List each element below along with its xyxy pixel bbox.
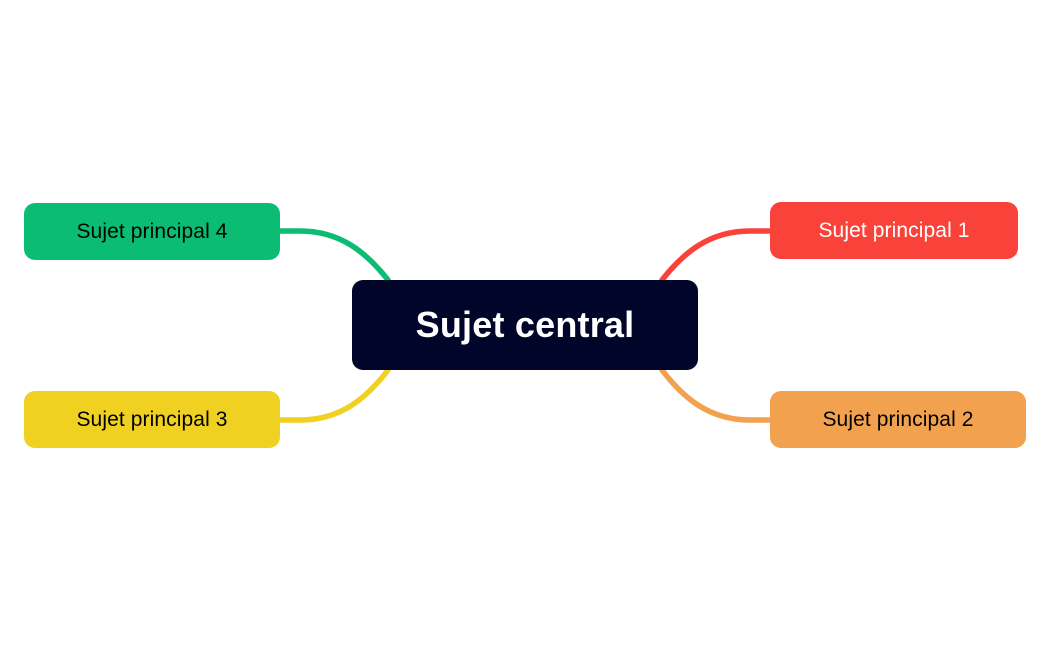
connector-topleft	[269, 228, 391, 283]
branch-node-topleft-label: Sujet principal 4	[76, 219, 228, 243]
connector-botright	[659, 367, 781, 423]
branch-node-topleft[interactable]: Sujet principal 4	[24, 203, 280, 260]
branch-node-botright-label: Sujet principal 2	[822, 407, 974, 431]
branch-node-botleft-label: Sujet principal 3	[76, 407, 228, 431]
central-node-label: Sujet central	[415, 304, 635, 345]
connector-botleft	[269, 367, 391, 423]
branch-node-topright-label: Sujet principal 1	[818, 218, 970, 242]
central-node[interactable]: Sujet central	[352, 280, 698, 370]
branch-node-botleft[interactable]: Sujet principal 3	[24, 391, 280, 448]
branch-node-topright[interactable]: Sujet principal 1	[770, 202, 1018, 259]
branch-node-botright[interactable]: Sujet principal 2	[770, 391, 1026, 448]
connector-topright	[659, 228, 781, 283]
